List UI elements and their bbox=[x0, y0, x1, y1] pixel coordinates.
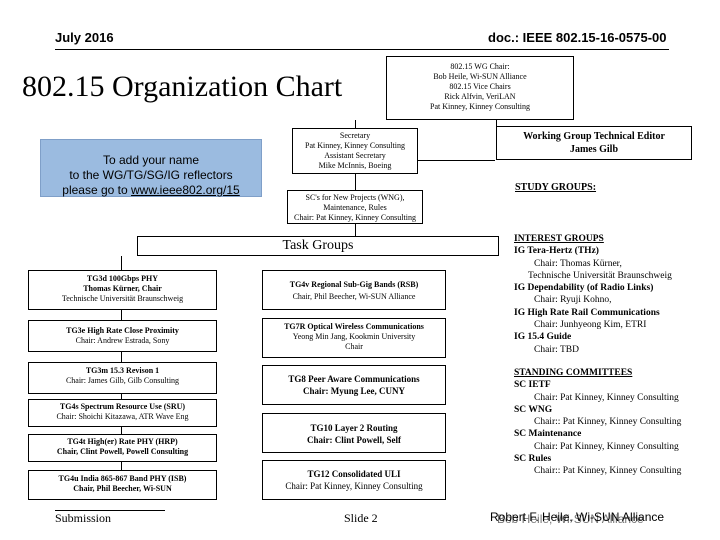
scs-line: SC's for New Projects (WNG), bbox=[305, 193, 405, 202]
notice-prefix: please go to bbox=[62, 183, 131, 197]
secretary-line: Pat Kinney, Kinney Consulting bbox=[305, 141, 405, 150]
tg-box: TG12 Consolidated ULI Chair: Pat Kinney,… bbox=[262, 460, 446, 500]
footer-rule bbox=[55, 510, 165, 511]
footer-author: Robert F. Heile, Wi-SUN Alliance bbox=[490, 510, 665, 524]
tg-chair: Chair, Phil Beecher, Wi-SUN Alliance bbox=[292, 292, 416, 301]
tg-box: TG10 Layer 2 Routing Chair: Clint Powell… bbox=[262, 413, 446, 453]
sc-chair: Chair:: Pat Kinney, Kinney Consulting bbox=[534, 417, 682, 428]
tg-title: TG3e High Rate Close Proximity bbox=[66, 326, 179, 335]
sc-name: SC IETF bbox=[514, 380, 551, 391]
tg-chair: Chair: Shoichi Kitazawa, ATR Wave Eng bbox=[56, 412, 189, 421]
ig-name: IG 15.4 Guide bbox=[514, 332, 572, 343]
ig-name: IG High Rate Rail Communications bbox=[514, 307, 660, 318]
tg-chair: Thomas Kürner, Chair bbox=[83, 284, 162, 293]
page-title: 802.15 Organization Chart bbox=[22, 70, 343, 103]
tg-box: TG4u India 865-867 Band PHY (ISB) Chair,… bbox=[28, 470, 217, 500]
tg-chair: Chair, Clint Powell, Powell Consulting bbox=[56, 447, 189, 456]
tg-title: TG4u India 865-867 Band PHY (ISB) bbox=[58, 474, 187, 483]
connector-sec-editor bbox=[417, 160, 495, 161]
tg-title: TG4t High(er) Rate PHY (HRP) bbox=[67, 437, 178, 446]
tg-box: TG8 Peer Aware Communications Chair: Myu… bbox=[262, 365, 446, 405]
ig-chair: Chair: Junhyeong Kim, ETRI bbox=[534, 320, 647, 331]
task-groups-label: Task Groups bbox=[282, 238, 354, 253]
reflector-link[interactable]: www.ieee802.org/15 bbox=[130, 183, 240, 197]
sc-chair: Chair: Pat Kinney, Kinney Consulting bbox=[534, 441, 679, 452]
tg-title: TG10 Layer 2 Routing bbox=[310, 423, 398, 433]
chairs-line: 802.15 WG Chair: bbox=[450, 62, 510, 71]
footer-author-overlap: Bob Heile, Wi-SUN Alliance bbox=[497, 512, 644, 526]
tg-box: TG3e High Rate Close Proximity Chair: An… bbox=[28, 320, 217, 352]
wg-chairs-box: 802.15 WG Chair: Bob Heile, Wi-SUN Allia… bbox=[386, 56, 574, 120]
tg-title: TG4s Spectrum Resource Use (SRU) bbox=[59, 402, 186, 411]
tg-chair: Yeong Min Jang, Kookmin University bbox=[292, 332, 416, 341]
header-date: July 2016 bbox=[55, 30, 114, 45]
chairs-line: Pat Kinney, Kinney Consulting bbox=[430, 102, 530, 111]
tg-box: TG4v Regional Sub-Gig Bands (RSB) Chair,… bbox=[262, 270, 446, 310]
tg-chair: Chair: Andrew Estrada, Sony bbox=[75, 336, 170, 345]
sc-name: SC Rules bbox=[514, 454, 552, 465]
notice-line: To add your name bbox=[102, 153, 200, 167]
chairs-line: Rick Alfvin, VeriLAN bbox=[444, 92, 516, 101]
ig-chair: Chair: Ryuji Kohno, bbox=[534, 295, 612, 306]
footer-submission: Submission bbox=[55, 511, 112, 525]
tg-title: TG3d 100Gbps PHY bbox=[86, 274, 159, 283]
sc-name: SC Maintenance bbox=[514, 429, 582, 440]
tg-title: TG12 Consolidated ULI bbox=[307, 469, 401, 479]
header-rule bbox=[55, 49, 669, 50]
scs-box: SC's for New Projects (WNG), Maintenance… bbox=[287, 190, 423, 224]
notice-line: to the WG/TG/SG/IG reflectors bbox=[69, 168, 233, 182]
tg-chair: Chair: Myung Lee, CUNY bbox=[303, 386, 405, 396]
tg-box: TG3m 15.3 Revison 1 Chair: James Gilb, G… bbox=[28, 362, 217, 394]
ig-affiliation: Technische Universität Braunschweig bbox=[528, 270, 672, 281]
interest-groups-panel: INTEREST GROUPS IG Tera-Hertz (THz) Chai… bbox=[514, 233, 672, 356]
secretary-box: Secretary Pat Kinney, Kinney Consulting … bbox=[292, 128, 418, 174]
ig-name: IG Dependability (of Radio Links) bbox=[514, 283, 654, 294]
chairs-line: Bob Heile, Wi-SUN Alliance bbox=[433, 72, 527, 81]
tg-box: TG4s Spectrum Resource Use (SRU) Chair: … bbox=[28, 399, 217, 427]
sc-chair: Chair:: Pat Kinney, Kinney Consulting bbox=[534, 466, 682, 477]
secretary-line: Secretary bbox=[339, 131, 371, 140]
header-doc-id: doc.: IEEE 802.15-16-0575-00 bbox=[488, 30, 667, 45]
sc-chair: Chair: Pat Kinney, Kinney Consulting bbox=[534, 392, 679, 403]
scs-line: Chair: Pat Kinney, Kinney Consulting bbox=[294, 213, 416, 222]
task-groups-bar: Task Groups bbox=[137, 236, 499, 256]
footer-slide-number: Slide 2 bbox=[344, 511, 378, 525]
tg-chair: Chair: Clint Powell, Self bbox=[307, 435, 401, 445]
secretary-line: Assistant Secretary bbox=[324, 151, 386, 160]
ig-chair: Chair: Thomas Kürner, bbox=[534, 258, 622, 269]
reflector-notice: To add your name to the WG/TG/SG/IG refl… bbox=[40, 139, 262, 197]
tg-title: TG4v Regional Sub-Gig Bands (RSB) bbox=[289, 280, 419, 289]
ig-chair: Chair: TBD bbox=[534, 344, 579, 355]
tg-affiliation: Technische Universität Braunschweig bbox=[61, 294, 184, 303]
ig-name: IG Tera-Hertz (THz) bbox=[514, 246, 599, 257]
tg-title: TG3m 15.3 Revison 1 bbox=[85, 366, 160, 375]
interest-groups-label: INTEREST GROUPS bbox=[514, 234, 604, 244]
standing-committees-label: STANDING COMMITTEES bbox=[514, 368, 633, 378]
tech-editor-box: Working Group Technical Editor James Gil… bbox=[496, 126, 692, 160]
chairs-line: 802.15 Vice Chairs bbox=[449, 82, 511, 91]
tg-box: TG7R Optical Wireless Communications Yeo… bbox=[262, 318, 446, 358]
connector-main bbox=[355, 120, 356, 242]
tg-title: TG8 Peer Aware Communications bbox=[288, 374, 420, 384]
tg-chair: Chair, Phil Beecher, Wi-SUN bbox=[73, 484, 172, 493]
tech-editor-title: Working Group Technical Editor bbox=[523, 131, 665, 142]
study-groups-label: STUDY GROUPS: bbox=[515, 182, 597, 193]
tg-box: TG3d 100Gbps PHY Thomas Kürner, Chair Te… bbox=[28, 270, 217, 310]
standing-committees-panel: STANDING COMMITTEES SC IETF Chair: Pat K… bbox=[514, 367, 681, 478]
tg-chair: Chair: James Gilb, Gilb Consulting bbox=[65, 376, 180, 385]
tg-affiliation: Chair bbox=[345, 342, 363, 351]
scs-line: Maintenance, Rules bbox=[323, 203, 387, 212]
tg-box: TG4t High(er) Rate PHY (HRP) Chair, Clin… bbox=[28, 434, 217, 462]
tg-title: TG7R Optical Wireless Communications bbox=[284, 322, 424, 331]
tech-editor-name: James Gilb bbox=[569, 144, 619, 155]
sc-name: SC WNG bbox=[514, 404, 553, 415]
tg-chair: Chair: Pat Kinney, Kinney Consulting bbox=[285, 481, 423, 491]
secretary-line: Mike McInnis, Boeing bbox=[318, 161, 392, 170]
